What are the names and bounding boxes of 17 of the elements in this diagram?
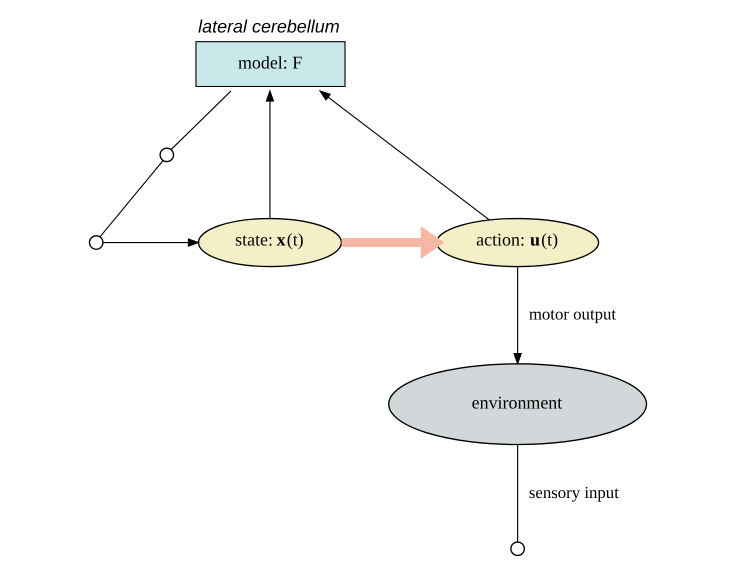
arrow [266, 89, 274, 219]
node-ellipse: action: u(t) [436, 218, 600, 268]
node-circle [159, 147, 174, 162]
arrow [342, 226, 444, 259]
connector [517, 444, 518, 542]
arrow [513, 266, 522, 366]
arrow [103, 238, 200, 247]
node-ellipse: environment [388, 363, 648, 446]
node-circle [88, 235, 104, 250]
connector [170, 90, 232, 150]
arrow [318, 90, 490, 220]
node-circle [510, 541, 526, 556]
connector [100, 160, 164, 238]
edge-label: sensory input [528, 482, 619, 502]
node-ellipse: state: x(t) [198, 218, 342, 268]
node-label: lateral cerebellum [198, 16, 340, 36]
edge-label: motor output [528, 304, 616, 324]
